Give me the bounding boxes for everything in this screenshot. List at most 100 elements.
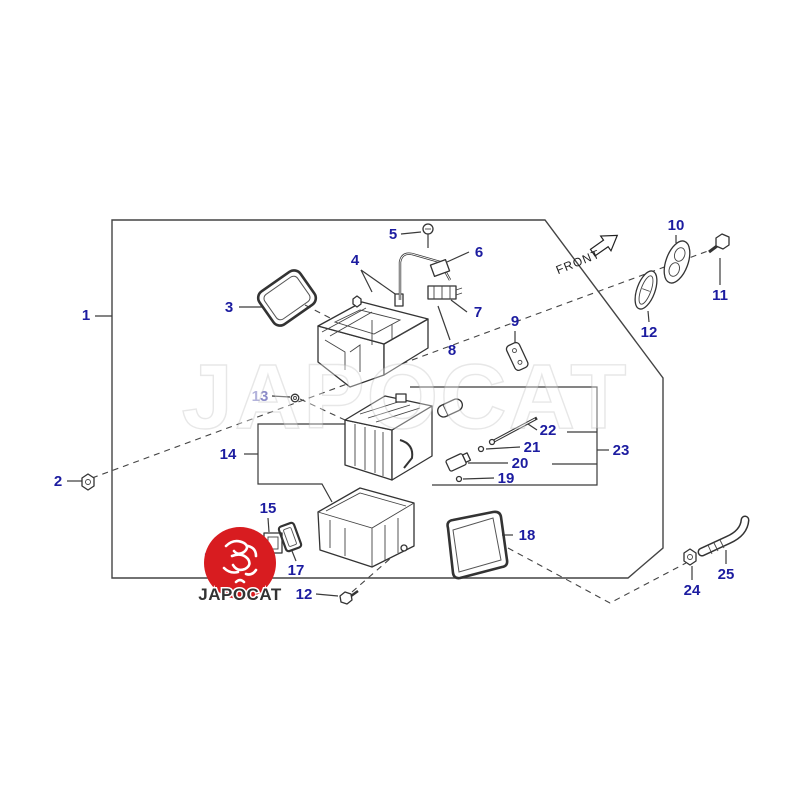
callout-18: 18 <box>519 527 536 544</box>
fitting-bore <box>687 554 693 560</box>
callout-22: 22 <box>540 422 557 439</box>
part-gasket-12-right <box>634 270 658 310</box>
callout-14: 14 <box>220 446 237 463</box>
part-gasket-10 <box>663 240 691 284</box>
callout-8: 8 <box>448 342 456 359</box>
callout-12-right: 12 <box>641 324 658 341</box>
alignment-dashed-line-hose <box>507 547 687 604</box>
callout-11: 11 <box>712 287 728 304</box>
callout-5: 5 <box>389 226 397 243</box>
leader-12-right <box>647 310 650 323</box>
callout-7: 7 <box>474 304 482 321</box>
wire-inner <box>399 253 451 300</box>
nut-hole <box>85 479 91 485</box>
cylinder-band <box>442 404 449 416</box>
part-upper-case <box>317 293 429 388</box>
leader-8 <box>437 305 451 341</box>
callout-25: 25 <box>718 566 735 583</box>
gasket-inner <box>638 275 654 305</box>
bracket-hole-top <box>512 348 517 354</box>
connector-prongs <box>433 286 463 299</box>
part-lower-case <box>317 487 415 568</box>
grommet-inner <box>293 396 297 400</box>
callout-15: 15 <box>260 500 277 517</box>
leader-13 <box>271 395 291 398</box>
part-bolt-11 <box>708 233 730 254</box>
leader-14-bracket <box>257 423 345 503</box>
gasket-outer <box>256 269 318 327</box>
bolt-shaft <box>708 244 718 254</box>
front-label: FRONT <box>554 247 602 277</box>
callout-10: 10 <box>668 217 685 234</box>
leader-15 <box>267 517 270 533</box>
housing-ribs <box>354 401 421 476</box>
watermark: JAPOCAT <box>182 346 629 448</box>
switch-body <box>429 258 451 278</box>
part-bracket-9 <box>505 341 529 371</box>
bracket-plate <box>505 341 529 371</box>
assembly-outline <box>111 219 664 579</box>
part-grommet-13 <box>290 393 300 403</box>
bolt-head <box>715 233 730 250</box>
fitting-hex <box>683 548 697 566</box>
grommet-outer <box>290 393 300 403</box>
upper-case-top-face <box>317 301 429 345</box>
callout-3: 3 <box>225 299 233 316</box>
cylinder-body <box>437 398 463 418</box>
part-gasket-18 <box>446 510 509 580</box>
part-drain-hose-25 <box>697 515 750 557</box>
logo-glyph <box>222 539 258 584</box>
leader-4b <box>360 269 399 297</box>
valve-nut <box>461 452 472 463</box>
callout-4: 4 <box>351 252 360 269</box>
gasket-outer <box>663 240 691 284</box>
nut-hex <box>81 473 95 491</box>
leader-5 <box>400 231 422 235</box>
part-o-ring-19 <box>455 475 463 483</box>
callout-23: 23 <box>613 442 630 459</box>
callout-24: 24 <box>684 582 701 599</box>
gasket-divider <box>642 288 650 292</box>
callout-12-bottom: 12 <box>296 586 313 603</box>
leader-22 <box>527 423 538 431</box>
gasket-inner <box>452 517 502 573</box>
part-rod-22 <box>488 416 538 446</box>
leader-lines <box>67 231 727 597</box>
screw-shaft <box>350 590 359 597</box>
upper-case-detail <box>324 309 421 372</box>
housing-top-face <box>344 395 433 431</box>
lower-case-edges <box>317 492 415 567</box>
part-thermo-switch-6 <box>429 258 451 278</box>
callout-17: 17 <box>288 562 305 579</box>
callout-21: 21 <box>524 439 541 456</box>
logo-emblem-icon <box>204 527 276 599</box>
screw-head <box>339 591 353 605</box>
callout-2: 2 <box>54 473 62 490</box>
rod-end <box>488 438 496 446</box>
part-o-ring-21 <box>477 445 485 453</box>
gasket-hole-top <box>674 247 686 262</box>
leader-23-bracket <box>410 386 598 486</box>
housing-tab <box>395 393 407 403</box>
lower-case-bolt <box>400 544 408 552</box>
part-gasket-17 <box>277 521 303 553</box>
upper-case-top-nut <box>352 295 362 308</box>
part-filter-cylinder <box>437 398 463 418</box>
gasket-inner <box>283 527 297 547</box>
part-fitting-24 <box>683 548 697 566</box>
housing-pipes <box>399 439 414 469</box>
japocat-logo: JAPOCAT <box>197 527 283 606</box>
callout-20: 20 <box>512 455 529 472</box>
part-evaporator-housing-14 <box>344 393 433 481</box>
hose-ribs <box>707 539 725 555</box>
gasket-outer <box>277 521 303 553</box>
gasket-outer <box>446 510 509 580</box>
upper-case-ribs <box>321 307 373 337</box>
hose-inner <box>699 517 748 555</box>
callout-9: 9 <box>511 313 519 330</box>
leader-19 <box>462 477 495 480</box>
leader-21 <box>485 446 521 450</box>
part-connector-7 <box>427 285 463 300</box>
front-arrow-icon <box>589 234 619 257</box>
gasket-hole-bottom <box>668 262 680 277</box>
